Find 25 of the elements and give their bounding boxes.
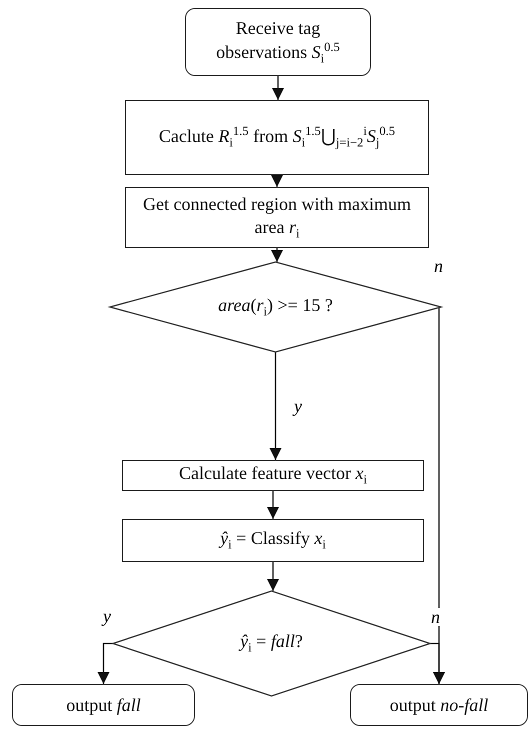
arrow	[270, 352, 282, 460]
process-box	[125, 100, 429, 175]
terminal-box	[185, 8, 371, 76]
node-text: ŷ$_{i}$ = fall?	[240, 630, 303, 657]
arrow	[267, 491, 279, 519]
arrow	[433, 306, 445, 684]
node-text: ŷ$_{i}$ = Classify x$_{i}$	[220, 527, 326, 554]
node-text: output no-fall	[390, 694, 488, 716]
terminal-box	[12, 684, 195, 726]
arrow	[271, 175, 283, 187]
process-box	[125, 187, 429, 248]
arrow	[271, 248, 283, 262]
edge-label: n	[431, 608, 440, 626]
terminal-box	[350, 684, 528, 726]
node-text: output fall	[66, 694, 141, 716]
node-text: Calculate feature vector x$_{i}$	[179, 462, 367, 489]
node-text: Get connected region with maximum area r$_{i}$	[142, 193, 412, 242]
process-box	[122, 519, 424, 562]
arrow	[98, 642, 113, 684]
decision-diamond	[113, 591, 430, 696]
process-box	[122, 460, 424, 491]
decision-diamond	[110, 262, 441, 352]
arrow	[267, 562, 279, 591]
node-text: area(r$_{i}$) >= 15 ?	[218, 294, 333, 320]
arrow	[272, 76, 284, 100]
